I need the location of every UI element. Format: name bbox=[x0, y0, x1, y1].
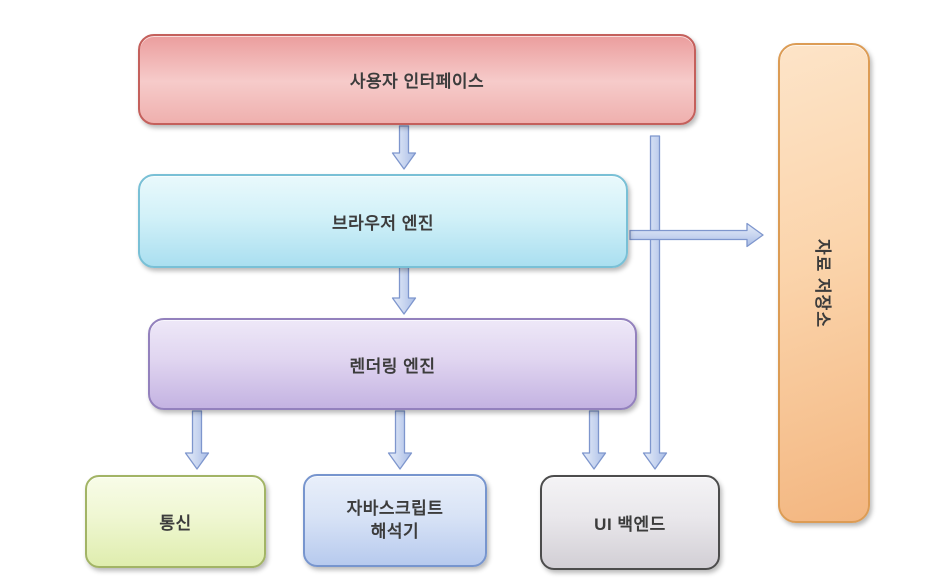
node-browser-engine-label: 브라우저 엔진 bbox=[331, 213, 435, 233]
arrow-browser-engine-to-rendering-engine bbox=[391, 266, 417, 315]
node-user-interface: 사용자 인터페이스 bbox=[138, 34, 696, 125]
arrow-browser-engine-to-data-storage bbox=[629, 222, 764, 248]
arrow-rendering-engine-to-networking bbox=[184, 410, 210, 470]
node-browser-engine: 브라우저 엔진 bbox=[138, 174, 628, 268]
node-js-interpreter: 자바스크립트 해석기 bbox=[303, 474, 487, 567]
arrow-user-interface-to-ui-backend bbox=[642, 135, 668, 470]
node-networking-label: 통신 bbox=[159, 514, 192, 533]
node-ui-backend: UI 백엔드 bbox=[540, 475, 720, 570]
node-rendering-engine-label: 렌더링 엔진 bbox=[349, 356, 436, 376]
node-data-storage: 자료 저장소 bbox=[778, 43, 870, 523]
arrow-user-interface-to-browser-engine bbox=[391, 125, 417, 170]
node-networking: 통신 bbox=[85, 475, 266, 568]
node-rendering-engine: 렌더링 엔진 bbox=[148, 318, 637, 410]
arrow-rendering-engine-to-ui-backend bbox=[581, 410, 607, 470]
node-js-interpreter-label: 자바스크립트 해석기 bbox=[346, 499, 444, 541]
node-ui-backend-label: UI 백엔드 bbox=[594, 515, 666, 534]
arrow-rendering-engine-to-js-interpreter bbox=[387, 410, 413, 470]
node-user-interface-label: 사용자 인터페이스 bbox=[349, 72, 485, 91]
node-data-storage-label: 자료 저장소 bbox=[812, 238, 832, 328]
